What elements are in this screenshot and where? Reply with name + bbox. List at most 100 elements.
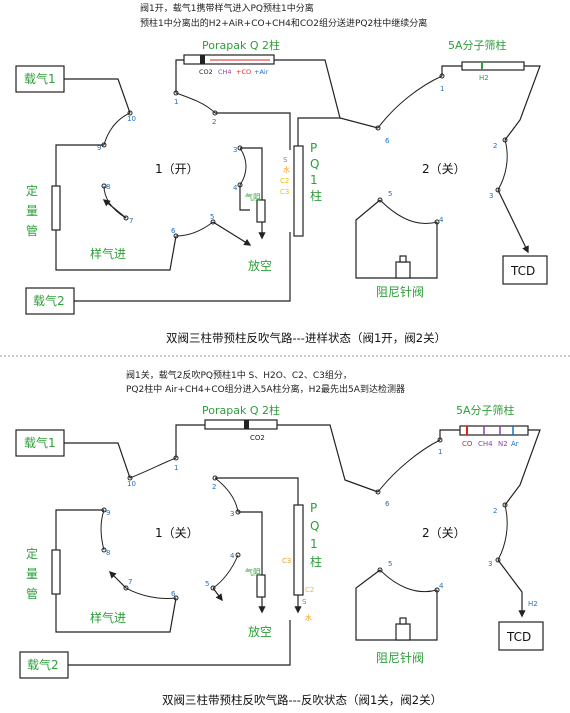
valve1-state: 1（开）: [155, 162, 199, 176]
svg-text:1: 1: [310, 537, 318, 551]
svg-text:P: P: [310, 501, 317, 515]
svg-text:载气2: 载气2: [27, 657, 59, 672]
panel-backflush: 阀1关，载气2反吹PQ预柱1中 S、H2O、C2、C3组分， PQ2柱中 Air…: [15, 369, 544, 707]
pq2-title-b: Porapak Q 2柱: [202, 403, 280, 417]
pq2-title: Porapak Q 2柱: [202, 38, 280, 52]
svg-text:3: 3: [488, 560, 492, 568]
valve1-body-b: [100, 455, 241, 601]
svg-text:载气1: 载气1: [24, 435, 56, 450]
svg-text:5: 5: [205, 580, 209, 588]
restrictor-b: [256, 574, 266, 598]
ms-column: [461, 61, 525, 71]
svg-text:P: P: [310, 141, 317, 155]
valve2-body: [375, 73, 508, 225]
ms-h2: H2: [479, 74, 489, 82]
svg-text:Ar: Ar: [511, 440, 519, 448]
valve2-body-b: [375, 437, 508, 593]
svg-text:8: 8: [106, 549, 110, 557]
svg-text:1: 1: [174, 464, 178, 472]
svg-text:柱: 柱: [310, 554, 322, 569]
svg-text:Q: Q: [310, 519, 319, 533]
sample-loop: [51, 185, 61, 231]
svg-text:6: 6: [171, 227, 176, 235]
svg-text:水: 水: [283, 165, 290, 174]
valve2-state-b: 2（关）: [422, 526, 466, 540]
valve1-state-b: 1（关）: [155, 526, 199, 540]
loop-char-2: 量: [26, 204, 38, 218]
svg-text:S: S: [302, 598, 307, 606]
needle-valve-b: [395, 623, 411, 641]
svg-text:H2: H2: [528, 600, 538, 608]
svg-text:2: 2: [493, 507, 497, 515]
svg-text:1: 1: [174, 98, 178, 106]
tcd-label: TCD: [510, 264, 535, 278]
pq2-seg-co2: CO2: [199, 68, 213, 76]
svg-text:2: 2: [212, 118, 216, 126]
svg-text:7: 7: [128, 578, 132, 586]
tcd-box-b: [498, 621, 544, 651]
svg-text:N2: N2: [498, 440, 508, 448]
svg-text:C3: C3: [282, 557, 291, 565]
svg-text:6: 6: [385, 137, 390, 145]
svg-text:1: 1: [438, 448, 442, 456]
svg-text:量: 量: [26, 567, 38, 581]
svg-text:4: 4: [233, 184, 238, 192]
svg-text:定: 定: [26, 546, 38, 561]
svg-text:2: 2: [212, 483, 216, 491]
carrier1-box-b: [15, 429, 65, 457]
caption-top: 双阀三柱带预柱反吹气路---进样状态（阀1开，阀2关）: [166, 331, 446, 345]
carrier1-label: 载气1: [24, 71, 56, 86]
svg-text:10: 10: [127, 115, 136, 123]
svg-text:CH4: CH4: [478, 440, 493, 448]
svg-text:柱: 柱: [310, 188, 322, 203]
carrier1-box: [15, 65, 65, 93]
vent-label: 放空: [248, 258, 272, 273]
restrictor: [256, 199, 266, 223]
pq1-column: [293, 145, 304, 237]
carrier2-box: [25, 287, 75, 315]
note-4: PQ2柱中 Air+CH4+CO组分进入5A柱分离，H2最先出5A到达检测器: [126, 383, 405, 395]
svg-text:9: 9: [106, 509, 110, 517]
sample-loop-b: [51, 549, 61, 595]
pq1-column-b: [293, 504, 304, 596]
svg-text:10: 10: [127, 480, 136, 488]
svg-text:阻尼针阀: 阻尼针阀: [376, 650, 424, 665]
ms-column-b: [459, 425, 529, 436]
sample-in-label: 样气进: [90, 246, 126, 261]
svg-text:6: 6: [385, 500, 390, 508]
svg-text:2: 2: [493, 142, 497, 150]
restrictor-label: 气阻: [245, 192, 261, 202]
note-2: 预柱1中分离出的H2+AiR+CO+CH4和CO2组分送进PQ2柱中继续分离: [140, 17, 427, 29]
svg-text:C2: C2: [305, 586, 314, 594]
note-1: 阀1开，载气1携带样气进入PQ预柱1中分离: [140, 2, 314, 14]
valve2-state: 2（关）: [422, 162, 466, 176]
svg-text:水: 水: [305, 613, 312, 622]
loop-char-3: 管: [26, 223, 38, 238]
caption-bottom: 双阀三柱带预柱反吹气路---反吹状态（阀1关，阀2关）: [162, 693, 442, 707]
carrier2-label: 载气2: [33, 293, 65, 308]
svg-text:样气进: 样气进: [90, 610, 126, 625]
ms-title: 5A分子筛柱: [448, 38, 507, 52]
ms-title-b: 5A分子筛柱: [456, 403, 515, 417]
tcd-box: [502, 255, 548, 285]
pq2-co2-b: CO2: [250, 434, 265, 442]
svg-text:3: 3: [230, 510, 234, 518]
svg-text:8: 8: [106, 183, 110, 191]
svg-text:管: 管: [26, 586, 38, 601]
carrier2-box-b: [19, 651, 69, 679]
svg-text:S: S: [283, 156, 288, 164]
svg-text:Q: Q: [310, 157, 319, 171]
svg-text:1: 1: [440, 85, 444, 93]
svg-text:4: 4: [439, 216, 444, 224]
svg-text:气阻: 气阻: [245, 567, 261, 577]
needle-valve: [395, 261, 411, 279]
svg-text:6: 6: [171, 590, 176, 598]
svg-text:9: 9: [97, 144, 101, 152]
panel-injection: 阀1开，载气1携带样气进入PQ预柱1中分离 预柱1中分离出的H2+AiR+CO+…: [15, 2, 548, 345]
note-3: 阀1关，载气2反吹PQ预柱1中 S、H2O、C2、C3组分，: [126, 369, 352, 381]
svg-text:4: 4: [230, 552, 235, 560]
svg-text:7: 7: [129, 217, 133, 225]
pq2-seg-air: +Air: [254, 68, 269, 76]
svg-text:C3: C3: [280, 188, 289, 196]
